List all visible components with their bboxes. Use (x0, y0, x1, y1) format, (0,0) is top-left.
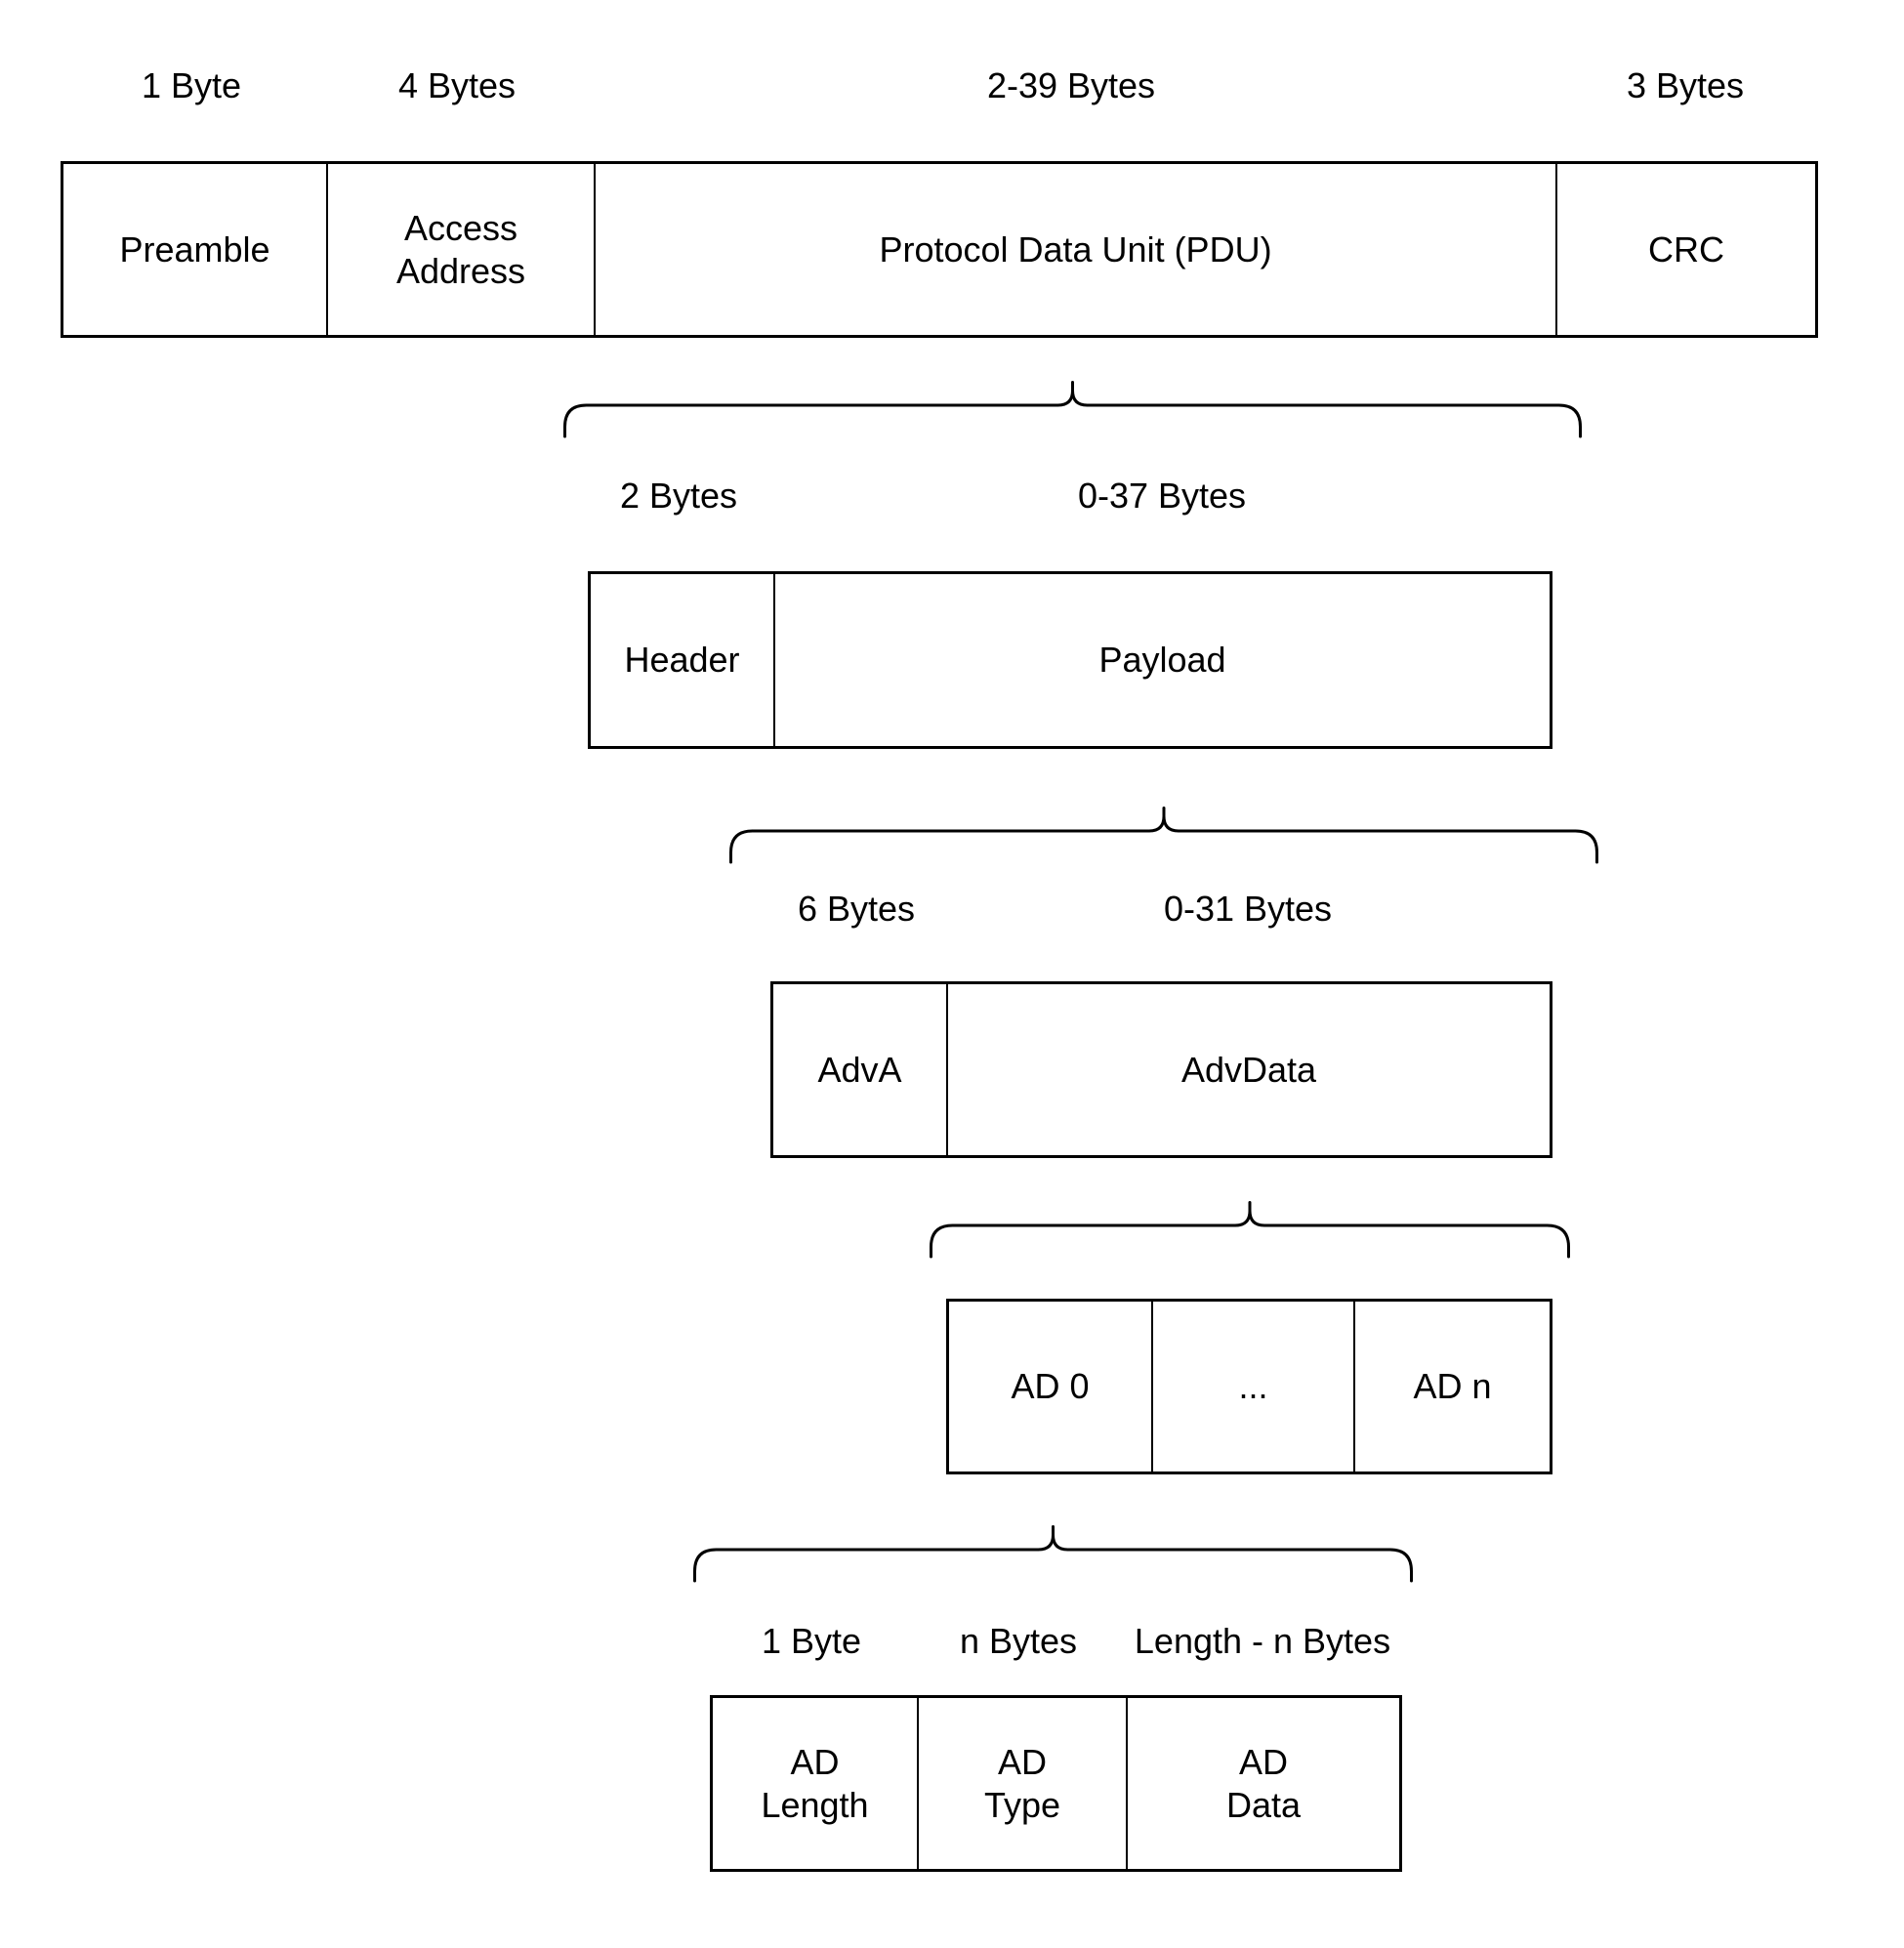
size-label-preamble: 1 Byte (141, 65, 242, 105)
cell-header: Header (624, 640, 740, 681)
row-pdu: Header Payload (588, 571, 1552, 749)
cell-access-address: Access Address (326, 164, 594, 335)
size-label-ad-length: 1 Byte (761, 1621, 862, 1661)
size-label-advdata: 0-31 Bytes (1163, 889, 1333, 929)
row-ad-structure: AD Length AD Type AD Data (710, 1695, 1402, 1872)
cell-payload: Payload (773, 574, 1550, 746)
brace-ad-decomposition (693, 1525, 1413, 1583)
brace-advdata-decomposition (930, 1201, 1570, 1259)
cell-adva: AdvA (817, 1049, 902, 1090)
cell-crc: CRC (1555, 164, 1815, 335)
size-label-pdu: 2-39 Bytes (986, 65, 1156, 105)
cell-advdata: AdvData (946, 984, 1550, 1155)
brace-payload-decomposition (729, 807, 1598, 864)
row-packet: Preamble Access Address Protocol Data Un… (61, 161, 1818, 338)
size-label-crc: 3 Bytes (1626, 65, 1745, 105)
brace-pdu-decomposition (563, 381, 1582, 438)
cell-preamble: Preamble (119, 228, 270, 269)
cell-ad-type: AD Type (917, 1698, 1126, 1869)
size-label-ad-type: n Bytes (959, 1621, 1078, 1661)
size-label-payload: 0-37 Bytes (1077, 476, 1247, 516)
cell-pdu: Protocol Data Unit (PDU) (594, 164, 1555, 335)
cell-ad-n: AD n (1353, 1302, 1550, 1471)
size-label-header: 2 Bytes (619, 476, 738, 516)
cell-ad-data: AD Data (1126, 1698, 1399, 1869)
row-advdata: AD 0 ... AD n (946, 1299, 1552, 1474)
size-label-access-address: 4 Bytes (397, 65, 517, 105)
size-label-ad-data: Length - n Bytes (1134, 1621, 1391, 1661)
row-payload: AdvA AdvData (770, 981, 1552, 1158)
cell-ad-length: AD Length (761, 1742, 869, 1825)
cell-ad-0: AD 0 (1011, 1366, 1090, 1407)
size-label-adva: 6 Bytes (797, 889, 916, 929)
cell-ad-ellipsis: ... (1151, 1302, 1353, 1471)
